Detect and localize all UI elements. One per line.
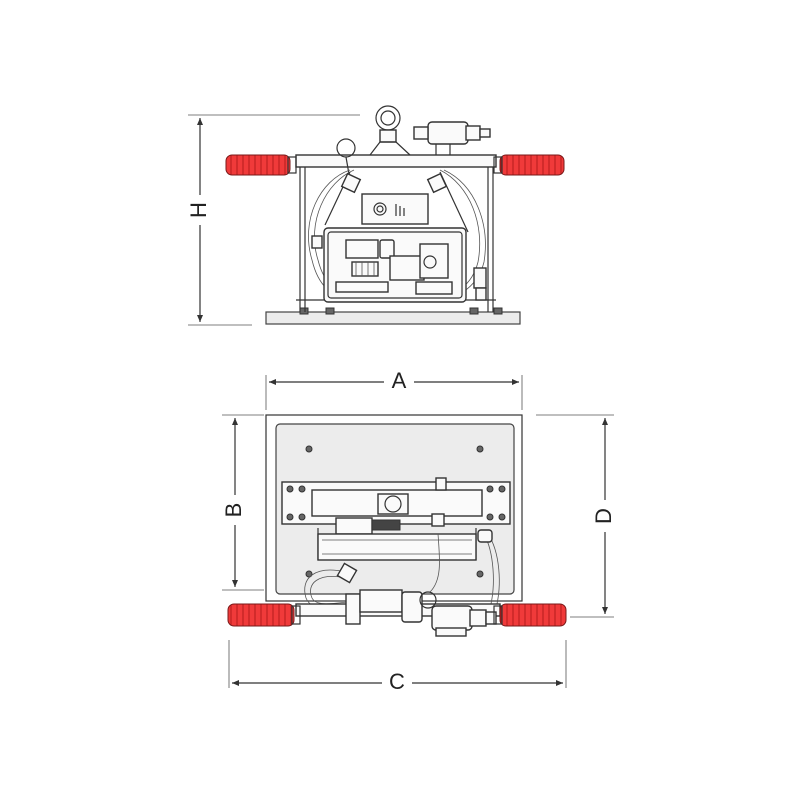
valve-top [413, 121, 491, 155]
dimension-label-b: B [221, 503, 246, 518]
dimension-label-d: D [591, 508, 616, 524]
front-view: H [186, 105, 565, 326]
dimension-label-a: A [392, 368, 407, 393]
dimension-c: C [228, 640, 567, 695]
dimension-label-c: C [389, 669, 405, 694]
dimension-a: A [265, 368, 523, 410]
top-view: A B D C [221, 368, 617, 695]
dimension-h: H [186, 114, 360, 326]
lifting-eye [369, 105, 411, 156]
handle-left-front [225, 154, 297, 176]
base-plate-front [265, 311, 521, 325]
hoses-top [304, 529, 500, 610]
control-box [361, 193, 429, 225]
handle-right-top [493, 603, 567, 627]
cylinder-block-top [311, 477, 483, 561]
handle-left-top [227, 603, 301, 627]
pump-housing-front [311, 227, 487, 303]
crossbar-top [295, 589, 501, 637]
handle-right-front [493, 154, 565, 176]
dimension-b: B [221, 414, 264, 591]
dimension-label-h: H [186, 202, 211, 218]
dimension-d: D [536, 414, 617, 618]
